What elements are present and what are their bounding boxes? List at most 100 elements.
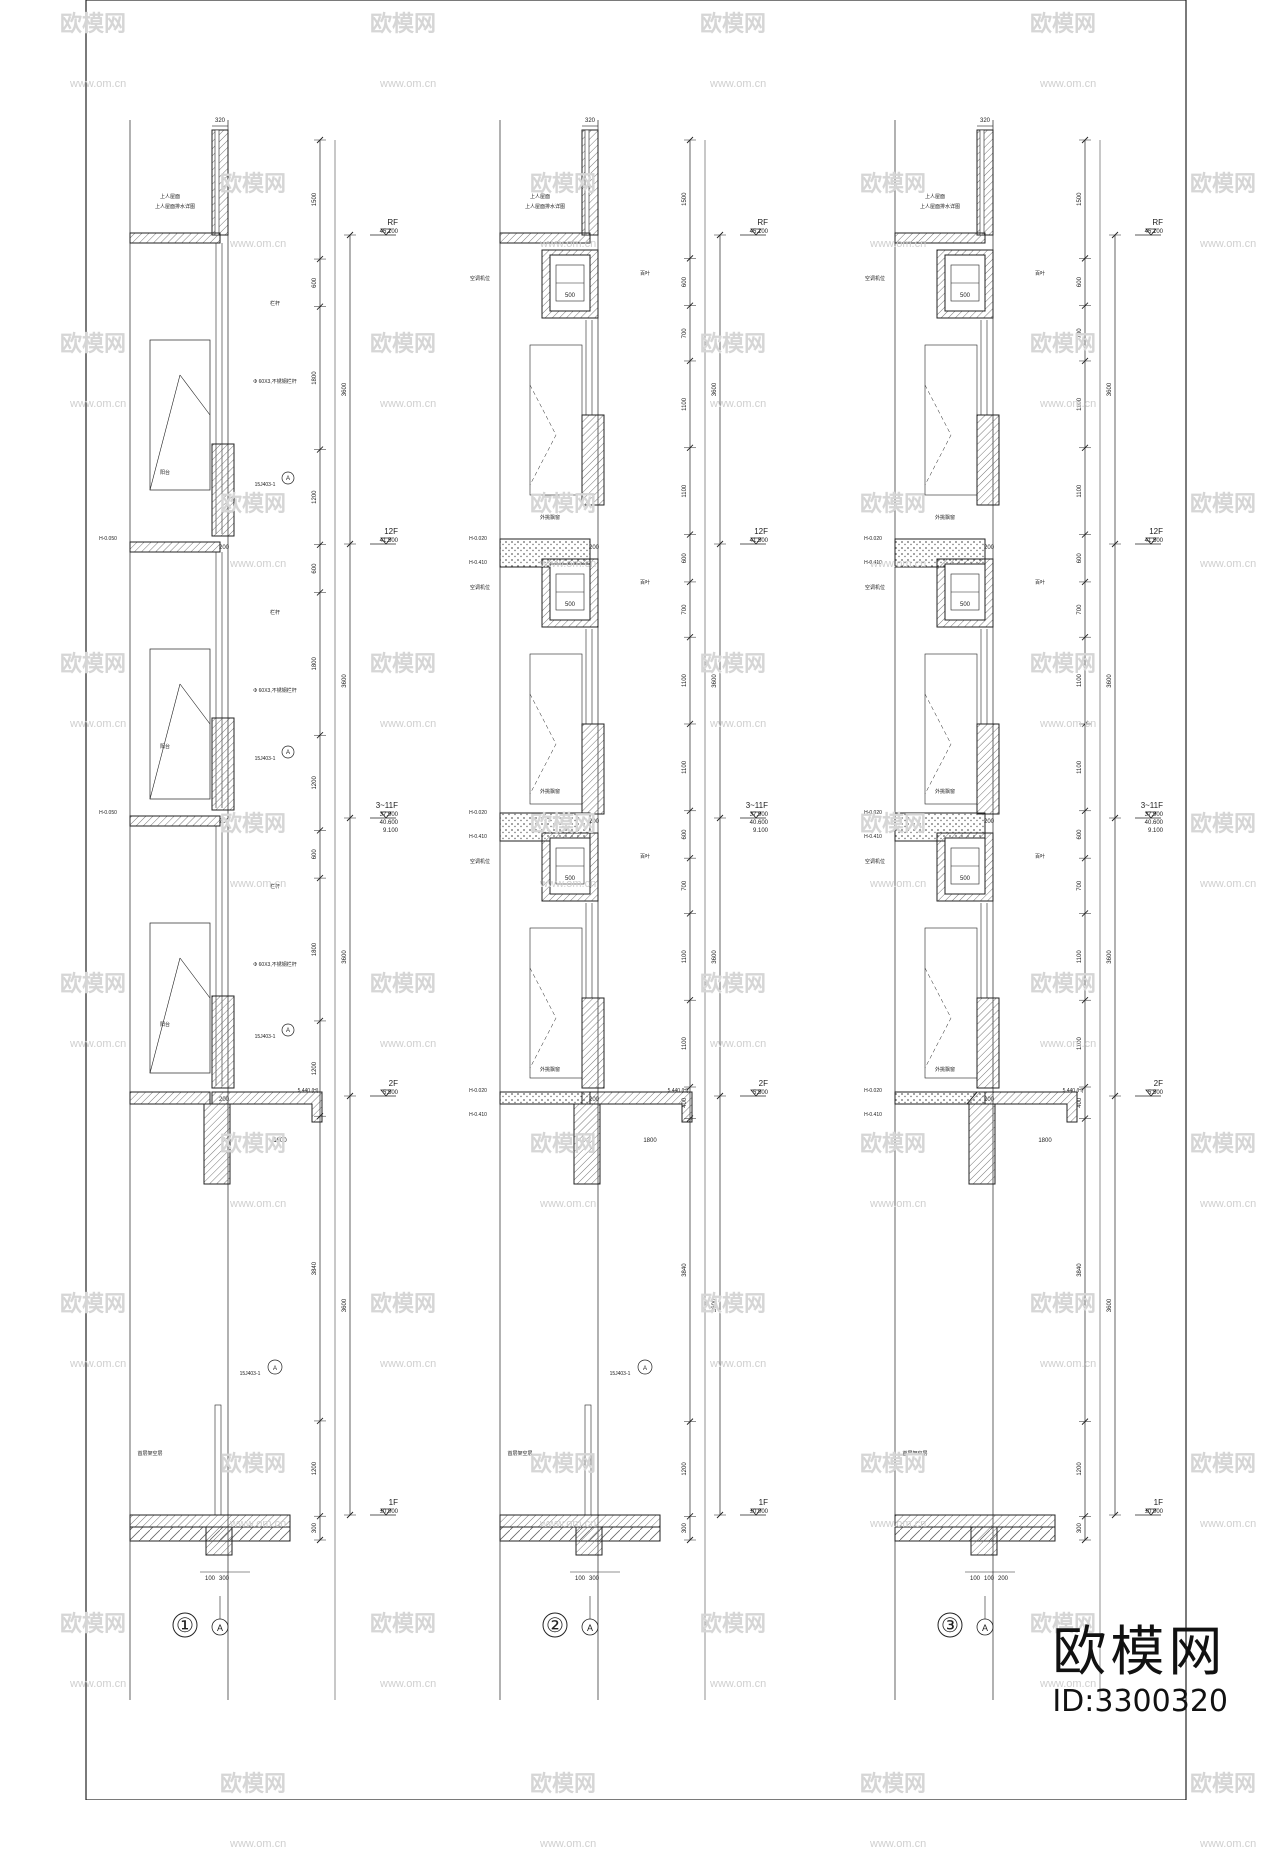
- note-railing: Φ 60X3,不锈钢栏杆: [253, 687, 296, 694]
- detail-callout-ground: [267, 1359, 283, 1375]
- level-elevation: 41.500: [750, 538, 769, 544]
- note-railing: Φ 60X3,不锈钢栏杆: [253, 378, 296, 385]
- dim-floor-chain-label: 3600: [712, 950, 718, 964]
- dim-wall-200: 200: [589, 819, 600, 825]
- detail-callout: [281, 745, 295, 759]
- dim-floor-chain-label: 3600: [712, 674, 718, 688]
- level-name: 12F: [754, 527, 768, 536]
- h-mark: H-0.410: [864, 560, 882, 566]
- column-below-2f: [203, 1103, 231, 1185]
- level-triangle: [1145, 811, 1157, 819]
- detail-callout-letter: A: [286, 476, 290, 482]
- level-triangle: [750, 537, 762, 545]
- dim-segment-chain-label: 700: [1077, 328, 1083, 339]
- note-louver: 百叶: [1035, 579, 1045, 586]
- dim-wall-200: 200: [984, 545, 995, 551]
- dim-wall-200: 200: [589, 545, 600, 551]
- note-louver: 百叶: [640, 579, 650, 586]
- level-elevation: 9.100: [753, 828, 769, 834]
- h-mark: H-0.020: [864, 810, 882, 816]
- floor-slab: [129, 541, 221, 553]
- aircon-unit: [555, 847, 585, 885]
- level-name: 2F: [1154, 1079, 1163, 1088]
- level-elevation: 45.100: [1145, 229, 1164, 235]
- dim-floor-chain-label: 3600: [342, 382, 348, 396]
- aircon-unit: [950, 264, 980, 302]
- dim-floor-chain-label: 3600: [342, 674, 348, 688]
- parapet-insulation: [979, 129, 985, 236]
- ground-beam: [575, 1526, 603, 1556]
- watermark-brand: 欧模网: [1052, 1620, 1227, 1683]
- canopy-slab: [965, 1091, 1078, 1123]
- level-triangle: [750, 228, 762, 236]
- section-number-circle: [172, 1612, 198, 1638]
- bay-window-outline: [529, 927, 583, 1079]
- detail-callout-letter: A: [286, 1028, 290, 1034]
- spandrel-wall: [581, 414, 605, 506]
- bay-window-outline: [529, 344, 583, 496]
- level-5440: 5.440 (H): [1063, 1088, 1084, 1094]
- h-mark: H-0.410: [469, 560, 487, 566]
- note-roof: 上人屋面: [925, 193, 945, 200]
- axis-letter: A: [217, 1623, 223, 1633]
- dim-bottom: 100: [970, 1576, 981, 1582]
- note-bay: 外挑飘窗: [540, 1066, 560, 1073]
- h-mark: H-0.020: [469, 1088, 487, 1094]
- note-detail-ref: 15J403-1: [255, 482, 276, 488]
- spandrel-wall: [976, 997, 1000, 1089]
- level-triangle: [380, 228, 392, 236]
- level-elevation: 37.900: [380, 812, 399, 818]
- level-5440: 5.440 (H): [668, 1088, 689, 1094]
- level-name: RF: [1152, 218, 1163, 227]
- level-triangle: [750, 1089, 762, 1097]
- detail-callout-letter: A: [273, 1366, 277, 1372]
- spandrel-wall: [211, 717, 235, 811]
- balcony-door-outline: [149, 922, 211, 1074]
- dim-segment-chain-label: 1200: [312, 776, 318, 790]
- level-name: 12F: [384, 527, 398, 536]
- level-elevation: 37.900: [750, 812, 769, 818]
- level-name: 3~11F: [1141, 801, 1163, 810]
- floor-slab: [129, 815, 221, 827]
- bay-window-swing: [529, 384, 557, 486]
- dim-wall-200: 200: [984, 819, 995, 825]
- dim-wall-200: 200: [219, 545, 230, 551]
- dim-segment-chain-label: 400: [682, 1097, 688, 1108]
- note-bay: 外挑飘窗: [540, 788, 560, 795]
- dim-floor-chain-label: 3600: [342, 950, 348, 964]
- h-mark: H-0.410: [469, 834, 487, 840]
- column-below-2f: [573, 1103, 601, 1185]
- dim-segment-chain-label: 600: [1077, 829, 1083, 840]
- note-parapet: 上人屋面排水详图: [920, 203, 960, 210]
- dim-segment-chain-label: 1100: [1077, 1036, 1083, 1050]
- level-name: 1F: [759, 1498, 768, 1507]
- ground-slab: [499, 1514, 661, 1528]
- level-name: 3~11F: [746, 801, 768, 810]
- note-detail-ref: 15J403-1: [255, 756, 276, 762]
- note-parapet: 上人屋面排水详图: [155, 203, 195, 210]
- dim-aircon-width: 500: [565, 293, 576, 299]
- dim-segment-chain-label: 600: [682, 829, 688, 840]
- level-elevation: ±0.000: [750, 1509, 769, 1515]
- dim-aircon-width: 500: [960, 602, 971, 608]
- dim-segment-chain-label: 1800: [312, 656, 318, 670]
- dim-segment-chain-label: 300: [312, 1522, 318, 1533]
- dim-segment-chain-label: 1100: [682, 760, 688, 774]
- note-aircon: 空调机位: [470, 858, 490, 865]
- dim-aircon-width: 500: [960, 293, 971, 299]
- h-mark: H-0.050: [99, 810, 117, 816]
- level-name: 3~11F: [376, 801, 398, 810]
- level-elevation: 40.600: [1145, 820, 1164, 826]
- balcony-door-outline: [149, 339, 211, 491]
- dim-segment-chain-label: 700: [682, 604, 688, 615]
- h-mark: H-0.020: [864, 536, 882, 542]
- note-rail: 栏杆: [270, 609, 280, 616]
- note-louver: 百叶: [640, 853, 650, 860]
- ground-beam: [205, 1526, 233, 1556]
- bay-window-swing: [924, 967, 952, 1069]
- dim-segment-chain-label: 600: [312, 849, 318, 860]
- dim-segment-chain-label: 1800: [312, 942, 318, 956]
- level-name: 2F: [389, 1079, 398, 1088]
- level-name: RF: [757, 218, 768, 227]
- dim-wall-200: 200: [219, 819, 230, 825]
